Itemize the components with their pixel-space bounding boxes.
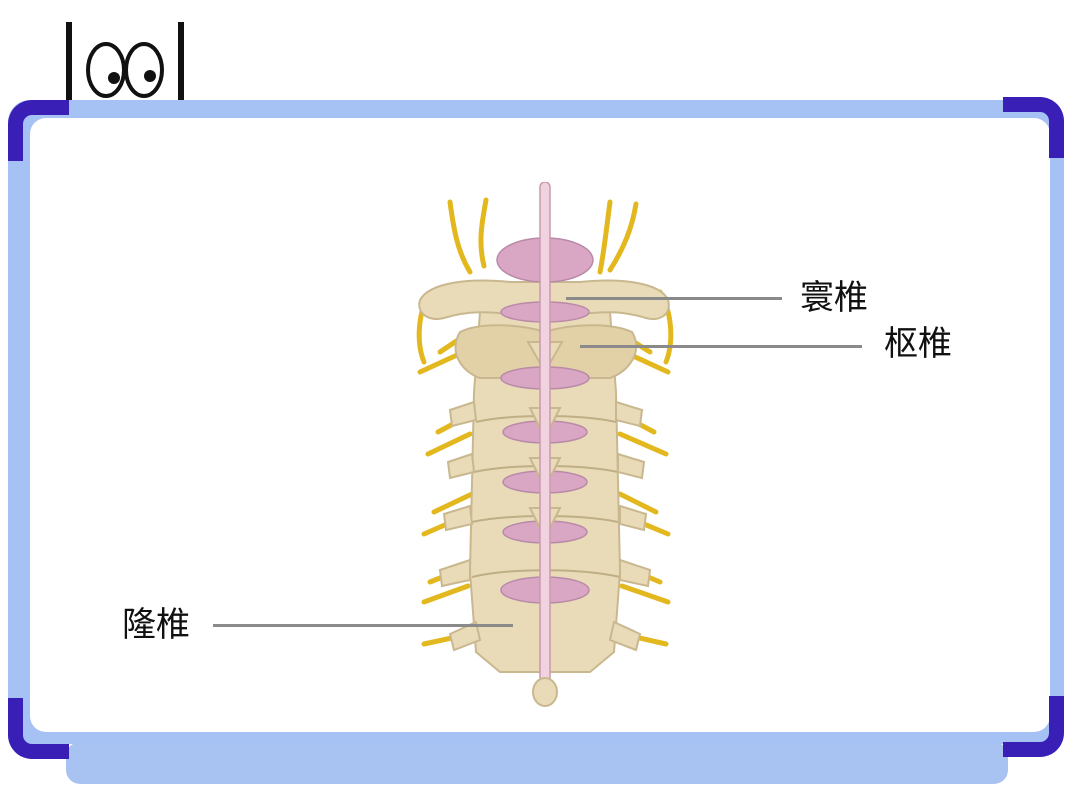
axis-leader-line	[580, 345, 862, 348]
board-corner-bottom-left	[8, 698, 69, 759]
axis-label: 枢椎	[884, 324, 952, 364]
board-shadow	[66, 742, 1008, 784]
vertebra-prominens-label: 隆椎	[122, 605, 190, 645]
vertebra-prominens-leader-line	[213, 624, 513, 627]
board-corner-bottom-right	[1003, 696, 1064, 757]
eyes-icon	[66, 22, 184, 102]
board-corner-top-left	[8, 100, 69, 161]
spinal-cord	[539, 182, 551, 693]
atlas-leader-line	[566, 297, 782, 300]
board-corner-top-right	[1003, 97, 1064, 158]
cervical-spine-illustration	[416, 182, 674, 707]
atlas-label: 寰椎	[800, 278, 868, 318]
